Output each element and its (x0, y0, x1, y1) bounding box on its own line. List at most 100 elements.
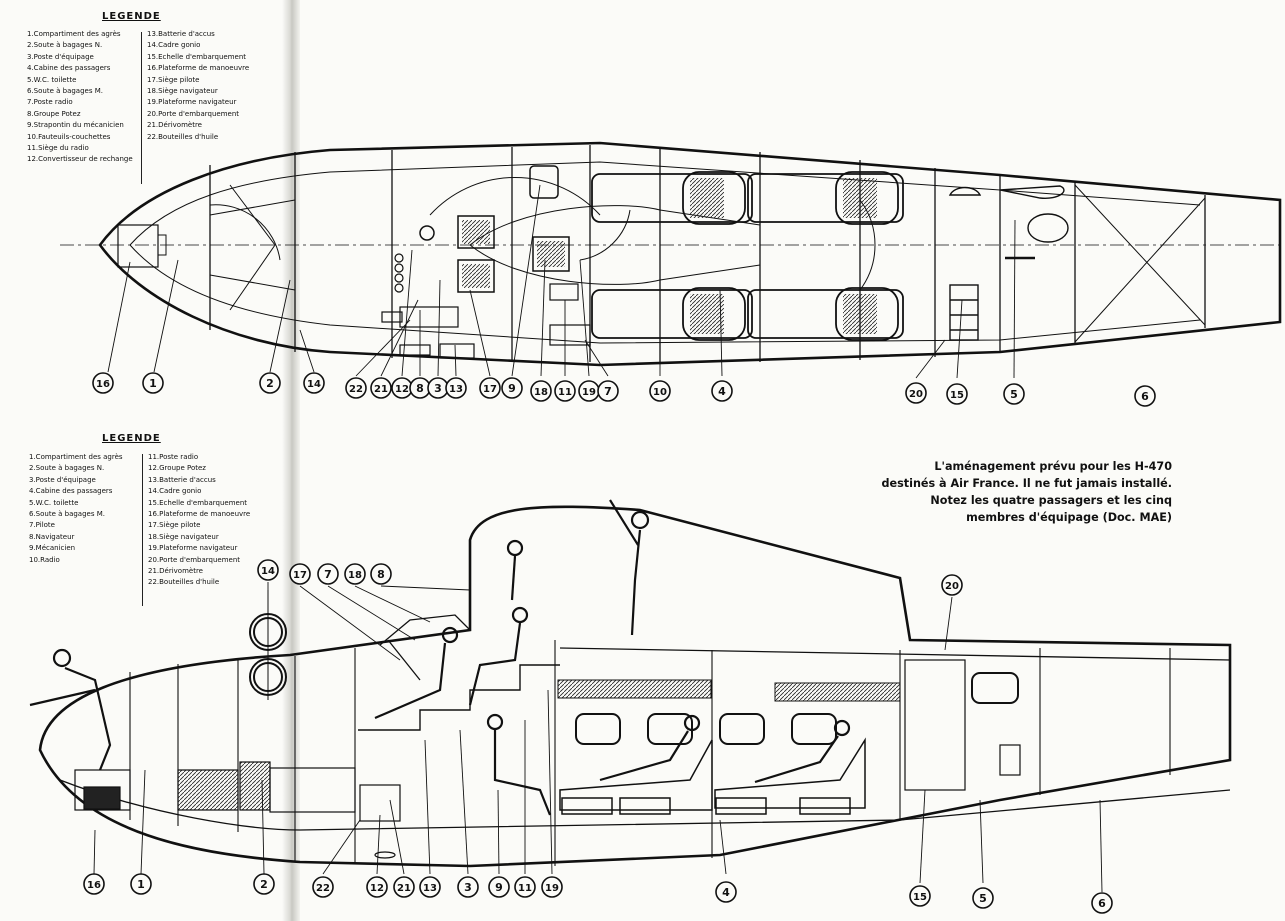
legend-bottom-item: 12.Groupe Potez (148, 464, 206, 473)
side-callout-label: 11 (518, 883, 532, 894)
plan-callout: 13 (445, 377, 467, 399)
side-callout-top-label: 7 (324, 568, 332, 581)
side-ceiling-strip-1 (557, 679, 712, 699)
plan-callout-label: 2 (266, 377, 274, 390)
legend-bottom-item: 6.Soute à bagages M. (29, 510, 105, 519)
legend-bottom-item: 13.Batterie d'accus (148, 475, 216, 484)
side-crew-figures (29, 499, 851, 816)
legend-top-item: 9.Strapontin du mécanicien (27, 121, 124, 130)
legend-top-item: 16.Plateforme de manoeuvre (147, 64, 250, 73)
side-callout-label: 19 (545, 883, 559, 894)
plan-callout: 12 (391, 377, 413, 399)
plan-callout: 6 (1134, 385, 1156, 407)
legend-bottom-item: 7.Pilote (29, 521, 55, 530)
side-callout: 11 (514, 876, 536, 898)
legend-top-item: 2.Soute à bagages N. (27, 41, 103, 50)
side-callout: 4 (715, 881, 737, 903)
legend-top-item: 10.Fauteuils-couchettes (27, 132, 111, 141)
side-leader-lines (93, 582, 1103, 893)
plan-callout-label: 16 (96, 379, 110, 390)
plan-callout-label: 10 (653, 387, 667, 398)
legend-bottom-item: 11.Poste radio (148, 453, 199, 461)
side-callout-label: 5 (979, 892, 987, 905)
legend-bottom-item: 21.Dérivomètre (148, 567, 203, 576)
plan-equipment (381, 253, 591, 359)
side-callout-top: 7 (317, 563, 339, 585)
legend-bottom-item: 22.Bouteilles d'huile (148, 578, 220, 587)
legend-bottom-title: LEGENDE (102, 433, 161, 444)
legend-top-item: 22.Bouteilles d'huile (147, 132, 219, 141)
side-callout-label: 1 (137, 878, 145, 891)
plan-callout-label: 7 (604, 385, 612, 398)
side-callout-label: 22 (316, 883, 330, 894)
plan-callout: 21 (370, 377, 392, 399)
legend-top-item: 17.Siège pilote (147, 75, 200, 84)
plan-callout-label: 8 (416, 382, 424, 395)
plan-callout: 17 (479, 377, 501, 399)
plan-callout: 2 (259, 372, 281, 394)
legend-bottom-item: 16.Plateforme de manoeuvre (148, 510, 251, 519)
plan-callout-label: 17 (483, 384, 497, 395)
plan-callout: 5 (1003, 383, 1025, 405)
legend-top-item: 5.W.C. toilette (27, 75, 77, 84)
legend-bottom-item: 20.Porte d'embarquement (148, 555, 241, 564)
legend-bottom-item: 1.Compartiment des agrès (29, 453, 123, 461)
side-view (29, 499, 1232, 868)
plan-hull-inner (129, 161, 1201, 344)
plan-toilet (948, 185, 1069, 341)
side-callout: 9 (488, 876, 510, 898)
side-callout-top: 20 (941, 574, 963, 596)
plan-rear-bracing (1074, 184, 1206, 343)
plan-callout-label: 21 (374, 384, 388, 395)
side-hull-outline (38, 505, 1232, 868)
side-callout: 5 (972, 887, 994, 909)
plan-callout: 7 (597, 380, 619, 402)
side-callout: 3 (457, 876, 479, 898)
legend-top-divider (141, 32, 142, 184)
plan-callout: 1 (142, 372, 164, 394)
plan-callout-label: 1 (149, 377, 157, 390)
side-cockpit-glazing (379, 614, 471, 681)
plan-bulkheads (209, 145, 1206, 362)
side-callout: 21 (393, 876, 415, 898)
legend-top-item: 7.Poste radio (27, 98, 73, 107)
plan-callout: 16 (92, 372, 114, 394)
side-callout-label: 3 (464, 881, 472, 894)
side-callout: 13 (419, 876, 441, 898)
side-callout: 12 (366, 876, 388, 898)
plan-cockpit-cone (469, 205, 761, 285)
legend-bottom-item: 9.Mécanicien (29, 544, 76, 553)
legend-bottom-item: 14.Cadre gonio (148, 487, 202, 496)
legend-bottom-divider (142, 454, 143, 606)
plan-callout: 11 (554, 380, 576, 402)
plan-callout: 14 (303, 372, 325, 394)
plan-arcs (209, 176, 876, 291)
side-callout-top-label: 17 (293, 570, 307, 581)
plan-hull-outline (98, 141, 1282, 367)
legend-bottom-item: 19.Plateforme navigateur (148, 544, 238, 553)
side-callout-label: 15 (913, 892, 927, 903)
legend-top-item: 11.Siège du radio (27, 144, 89, 153)
plan-callout-label: 20 (909, 389, 923, 400)
plan-callout-label: 11 (558, 387, 572, 398)
side-callout-label: 12 (370, 883, 384, 894)
plan-callout: 4 (711, 380, 733, 402)
legend-bottom-item: 15.Echelle d'embarquement (148, 498, 248, 507)
plan-callout-label: 3 (434, 382, 442, 395)
plan-callout: 18 (530, 380, 552, 402)
plan-callout-label: 13 (449, 384, 463, 395)
side-callout: 16 (83, 873, 105, 895)
side-callout-top: 18 (344, 563, 366, 585)
plan-callout: 9 (501, 377, 523, 399)
side-gonio-loops (249, 590, 287, 700)
plan-callout-label: 5 (1010, 388, 1018, 401)
legend-top-item: 14.Cadre gonio (147, 41, 201, 50)
legend-top-item: 21.Dérivomètre (147, 121, 202, 130)
plan-callout: 19 (578, 380, 600, 402)
figure-caption: L'aménagement prévu pour les H-470 desti… (881, 460, 1172, 524)
side-callout-label: 2 (260, 878, 268, 891)
legend-bottom-col2: 11.Poste radio 12.Groupe Potez 13.Batterie… (148, 452, 250, 589)
